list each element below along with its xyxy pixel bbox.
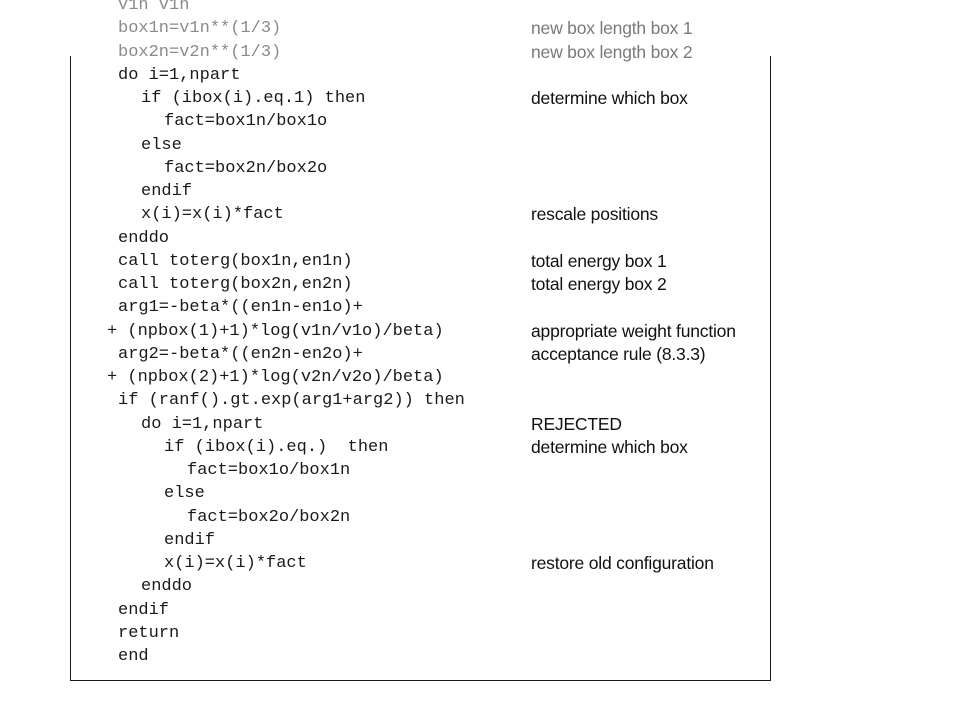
code-line: box2n=v2n**(1/3) new box length box 2 [0, 41, 960, 64]
code-line: return [0, 622, 960, 645]
code-text: else [164, 484, 205, 504]
code-text: endif [141, 182, 193, 201]
code-text: fact=box1o/box1n [187, 461, 351, 480]
code-text: end [118, 647, 149, 666]
code-comment: determine which box [531, 436, 688, 457]
code-line: fact=box2o/box2n [0, 506, 960, 529]
code-comment: new box length box 1 [531, 18, 693, 39]
code-line: endif [0, 529, 960, 552]
code-text: else [141, 135, 182, 155]
code-text: if (ibox(i).eq.1) then [141, 89, 366, 108]
code-text: call toterg(box1n,en1n) [118, 251, 353, 271]
code-comment: appropriate weight function [531, 320, 736, 341]
code-text: v1n v1n [118, 0, 190, 15]
code-text: if (ranf().gt.exp(arg1+arg2)) then [118, 391, 465, 411]
code-line: do i=1,npart [0, 64, 960, 87]
code-line: else [0, 482, 960, 505]
code-text: box2n=v2n**(1/3) [118, 42, 282, 62]
code-comment: total energy box 1 [531, 250, 667, 271]
code-comment: rescale positions [531, 204, 658, 225]
code-comment: determine which box [531, 88, 688, 108]
code-line: else [0, 134, 960, 157]
code-text: return [118, 623, 180, 643]
code-line: call toterg(box2n,en2n) total energy box … [0, 273, 960, 296]
code-line: fact=box2n/box2o [0, 157, 960, 180]
code-line: enddo [0, 227, 960, 250]
code-line: call toterg(box1n,en1n) total energy box … [0, 250, 960, 273]
code-comment: restore old configuration [531, 553, 714, 573]
code-line: fact=box1n/box1o [0, 110, 960, 133]
code-comment: REJECTED [531, 413, 622, 434]
code-line: v1n v1n [0, 0, 960, 17]
code-text: x(i)=x(i)*fact [164, 554, 307, 573]
code-comment: acceptance rule (8.3.3) [531, 343, 706, 364]
code-text: fact=box1n/box1o [164, 112, 328, 132]
code-comment: new box length box 2 [531, 41, 693, 62]
code-line: + (npbox(1)+1)*log(v1n/v1o)/beta) appropr… [0, 320, 960, 343]
code-line: endif [0, 180, 960, 203]
code-line: end [0, 645, 960, 668]
code-text: endif [118, 600, 170, 620]
code-line: do i=1,npart REJECTED [0, 413, 960, 436]
listing-frame [70, 56, 771, 681]
code-text: arg2=-beta*((en2n-en2o)+ [118, 344, 363, 364]
code-line: if (ranf().gt.exp(arg1+arg2)) then [0, 389, 960, 412]
code-line: box1n=v1n**(1/3) new box length box 1 [0, 17, 960, 40]
code-text: + (npbox(2)+1)*log(v2n/v2o)/beta) [107, 368, 444, 387]
code-text: call toterg(box2n,en2n) [118, 275, 353, 294]
code-line: x(i)=x(i)*fact restore old configuration [0, 552, 960, 575]
code-line: arg1=-beta*((en1n-en1o)+ [0, 296, 960, 319]
code-line: + (npbox(2)+1)*log(v2n/v2o)/beta) [0, 366, 960, 389]
code-line: if (ibox(i).eq.1) then determine which bo… [0, 87, 960, 110]
code-line: x(i)=x(i)*fact rescale positions [0, 203, 960, 226]
code-text: endif [164, 530, 216, 550]
code-text: fact=box2o/box2n [187, 507, 351, 527]
code-text: do i=1,npart [141, 414, 264, 434]
code-line: endif [0, 599, 960, 622]
code-text: x(i)=x(i)*fact [141, 205, 284, 225]
code-line: enddo [0, 575, 960, 598]
code-text: enddo [141, 577, 193, 597]
code-text: if (ibox(i).eq.) then [164, 437, 389, 457]
code-line: arg2=-beta*((en2n-en2o)+ acceptance rule … [0, 343, 960, 366]
code-line: fact=box1o/box1n [0, 459, 960, 482]
code-text: box1n=v1n**(1/3) [118, 19, 282, 39]
code-text: + (npbox(1)+1)*log(v1n/v1o)/beta) [107, 321, 444, 341]
code-text: do i=1,npart [118, 65, 241, 85]
code-text: enddo [118, 228, 170, 248]
code-text: arg1=-beta*((en1n-en1o)+ [118, 298, 363, 318]
code-line: if (ibox(i).eq.) then determine which box [0, 436, 960, 459]
code-comment: total energy box 2 [531, 274, 667, 294]
code-text: fact=box2n/box2o [164, 158, 328, 178]
